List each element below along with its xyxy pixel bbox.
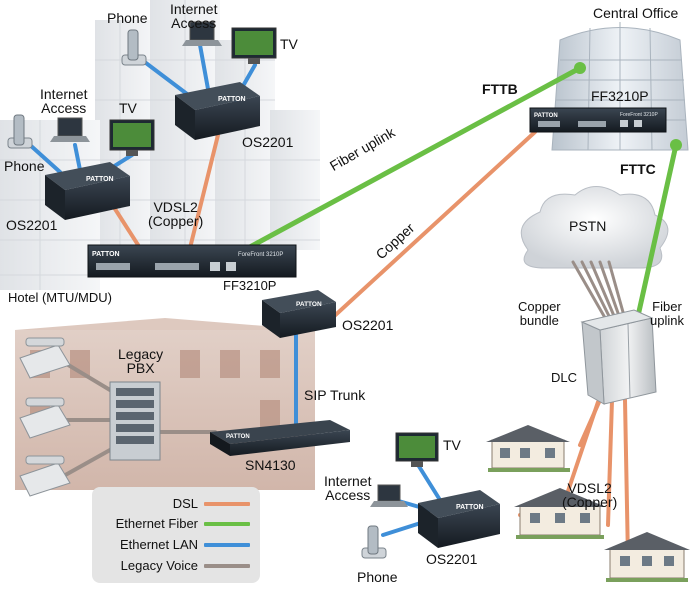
pstn-label: PSTN xyxy=(569,218,607,234)
cordless-phone-tl xyxy=(121,29,147,66)
legend-label: Legacy Voice xyxy=(120,558,198,573)
legend-item-dsl: DSL xyxy=(92,496,260,512)
os2201-mid: PATTON xyxy=(262,290,336,338)
legend-item-ethernet-fiber: Ethernet Fiber xyxy=(92,516,260,532)
tv-l-label: TV xyxy=(119,100,137,116)
ff3210p-hotel-label: FF3210P xyxy=(223,278,277,293)
legend-swatch xyxy=(204,522,250,526)
copper-bundle-label: Copper bundle xyxy=(518,299,561,328)
svg-text:PATTON: PATTON xyxy=(218,96,246,103)
house-2 xyxy=(514,488,606,539)
tv-l xyxy=(109,119,155,156)
dlc-cabinet xyxy=(580,309,657,405)
svg-text:PATTON: PATTON xyxy=(226,434,250,440)
fiber-uplink-fttc xyxy=(633,142,679,328)
sip-trunk-label: SIP Trunk xyxy=(304,387,366,403)
fiber-endpoint-co xyxy=(574,62,586,74)
fttb-label: FTTB xyxy=(482,81,518,97)
os2201-mid-label: OS2201 xyxy=(342,317,394,333)
os2201-bottom-label: OS2201 xyxy=(426,551,478,567)
internet-b-label: Internet Access xyxy=(324,473,372,503)
legend-label: Ethernet Fiber xyxy=(115,516,198,531)
fiber-endpoint-co-2 xyxy=(670,139,682,151)
ff3210p-hotel: PATTON ForeFront 3210P xyxy=(87,244,297,278)
legend-item-ethernet-lan: Ethernet LAN xyxy=(92,537,260,553)
legend-swatch xyxy=(204,502,250,506)
copper-co-to-os2201 xyxy=(328,130,537,322)
legacy-pbx-rack xyxy=(109,381,161,461)
legend-swatch xyxy=(204,564,250,568)
legend-item-legacy-voice: Legacy Voice xyxy=(92,558,260,574)
tv-tl-label: TV xyxy=(280,36,298,52)
fttc-label: FTTC xyxy=(620,161,656,177)
sn4130-label: SN4130 xyxy=(245,457,296,473)
legend-label: DSL xyxy=(172,496,198,511)
hotel-label: Hotel (MTU/MDU) xyxy=(8,290,112,305)
os2201-hotel-left: PATTON xyxy=(45,162,130,220)
legend-label: Ethernet LAN xyxy=(119,537,198,552)
svg-text:ForeFront 3210P: ForeFront 3210P xyxy=(620,112,658,118)
house-3 xyxy=(604,532,690,582)
laptop-l xyxy=(50,117,90,142)
pstn-cloud xyxy=(520,186,669,269)
svg-text:PATTON: PATTON xyxy=(534,113,558,119)
internet-tl-label: Internet Access xyxy=(170,1,218,31)
vdsl2-hotel-label: VDSL2 (Copper) xyxy=(148,199,204,229)
tv-b-label: TV xyxy=(443,437,461,453)
ff3210p-co: PATTON ForeFront 3210P xyxy=(529,107,667,133)
legacy-pbx-label: Legacy PBX xyxy=(118,346,164,376)
ff3210p-co-label: FF3210P xyxy=(591,88,649,104)
cordless-phone-b xyxy=(361,525,387,559)
dsl-dlc-house2 xyxy=(606,398,614,527)
laptop-tl xyxy=(182,21,222,46)
legend: DSL Ethernet Fiber Ethernet LAN Legacy V… xyxy=(92,487,260,583)
fiber-uplink-fttb xyxy=(245,65,583,251)
phone-l-label: Phone xyxy=(4,158,45,174)
tv-b xyxy=(395,432,439,467)
phone-tl-label: Phone xyxy=(107,10,148,26)
central-office-label: Central Office xyxy=(593,5,679,21)
cordless-phone-l xyxy=(7,114,33,149)
laptop-b xyxy=(370,484,408,507)
os2201-hotel-right-label: OS2201 xyxy=(242,134,294,150)
os2201-bottom: PATTON xyxy=(418,490,500,548)
fiber-uplink-right-label: Fiber uplink xyxy=(650,299,684,328)
legend-swatch xyxy=(204,543,250,547)
svg-text:PATTON: PATTON xyxy=(86,176,114,183)
desk-phone-3 xyxy=(19,455,71,497)
dsl-dlc-house3 xyxy=(623,398,630,562)
svg-text:ForeFront 3210P: ForeFront 3210P xyxy=(238,252,283,258)
vdsl-hotel-right xyxy=(188,133,220,250)
vdsl2-bottom-label: VDSL2 (Copper) xyxy=(562,480,618,510)
sn4130-gateway: PATTON xyxy=(210,420,350,456)
dlc-label: DLC xyxy=(551,370,578,385)
svg-text:PATTON: PATTON xyxy=(456,504,484,511)
svg-text:PATTON: PATTON xyxy=(296,301,322,308)
phone-b-label: Phone xyxy=(357,569,398,585)
desk-phone-2 xyxy=(19,397,71,439)
svg-text:PATTON: PATTON xyxy=(92,251,120,258)
os2201-hotel-left-label: OS2201 xyxy=(6,217,58,233)
desk-phone-1 xyxy=(19,337,71,379)
tv-tl xyxy=(231,27,277,64)
internet-l-label: Internet Access xyxy=(40,86,88,116)
os2201-hotel-right: PATTON xyxy=(175,82,260,140)
house-1 xyxy=(486,425,570,472)
